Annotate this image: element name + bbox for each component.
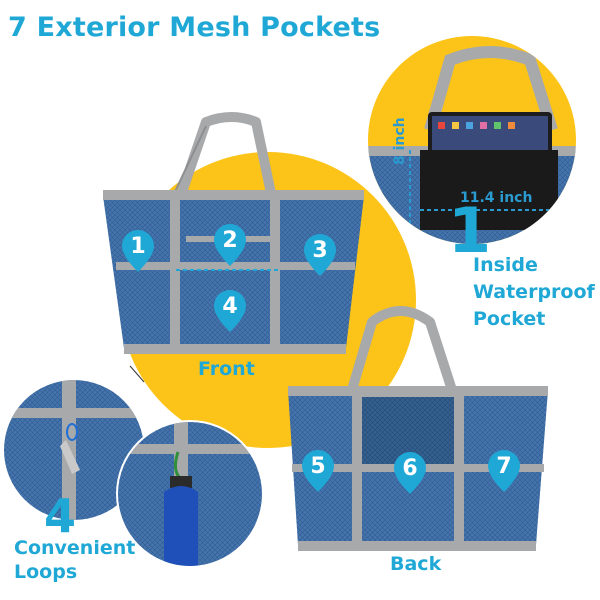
inside-pocket-label: Inside Waterproof Pocket [473,254,595,330]
page-title: 7 Exterior Mesh Pockets [8,12,381,43]
pocket-marker-6: 6 [402,456,417,481]
front-bag [103,112,364,354]
pocket-width-label: 11.4 inch [460,190,533,206]
pocket-marker-2: 2 [222,228,237,253]
inside-pocket-count: 1 [448,194,492,267]
pocket-marker-4: 4 [222,294,237,319]
pocket-marker-1: 1 [130,234,145,259]
pocket-marker-5: 5 [310,454,325,479]
loop-inset-left [2,378,146,522]
loop-inset-right [116,420,264,568]
loops-count: 4 [44,489,77,543]
front-label: Front [198,358,255,380]
pocket-height-label: 8 inch [392,117,408,165]
loops-label: Convenient Loops [14,537,136,583]
pocket-marker-7: 7 [496,454,511,479]
back-label: Back [390,553,442,575]
pin-layer [122,224,520,494]
pocket-marker-3: 3 [312,238,327,263]
